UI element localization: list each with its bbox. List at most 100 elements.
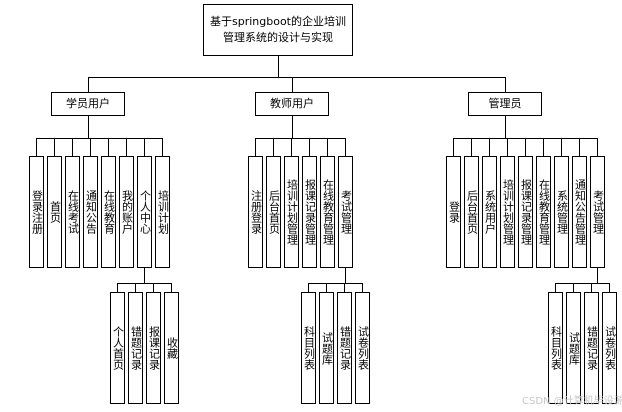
sub-connector-1-0 [308, 283, 309, 293]
item-connector-1-3 [309, 138, 310, 157]
item-box-0-4: 在线教育 [101, 156, 116, 268]
watermark: CSDN @计算机毕设源码 [522, 396, 622, 407]
item-box-2-6-label: 系统管理 [555, 190, 569, 234]
item-box-2-1: 后台首页 [464, 156, 479, 268]
item-box-1-0-label: 注册登录 [249, 190, 263, 234]
item-connector-2-2 [489, 138, 490, 157]
branch-box-1: 教师用户 [255, 92, 329, 116]
sub-item-box-1-1: 试题库 [319, 292, 334, 404]
item-box-2-0-label: 登录 [447, 201, 461, 223]
item-box-0-6-label: 个人中心 [138, 190, 152, 234]
sub-item-box-1-0: 科目列表 [301, 292, 316, 404]
root-connector [278, 56, 279, 78]
item-box-1-2-label: 培训计划管理 [285, 179, 299, 245]
item-connector-2-1 [471, 138, 472, 157]
item-connector-0-0 [36, 138, 37, 157]
root-title-box: 基于springboot的企业培训管理系统的设计与实现 [203, 4, 353, 56]
sub-item-box-0-3: 收藏 [164, 292, 179, 404]
sub-item-box-1-2-label: 错题记录 [338, 326, 352, 370]
item-box-1-5: 考试管理 [338, 156, 353, 268]
branch-box-0: 学员用户 [51, 92, 125, 116]
branch-label-1: 教师用户 [270, 97, 314, 110]
item-connector-2-3 [507, 138, 508, 157]
item-connector-1-2 [291, 138, 292, 157]
sub-stem-1 [345, 268, 346, 284]
item-box-2-3: 培训计划管理 [500, 156, 515, 268]
item-connector-0-4 [108, 138, 109, 157]
item-connector-2-4 [525, 138, 526, 157]
sub-item-box-2-2-label: 错题记录 [585, 326, 599, 370]
sub-item-box-0-2: 报课记录 [146, 292, 161, 404]
item-box-0-5: 我的账户 [119, 156, 134, 268]
item-connector-1-5 [345, 138, 346, 157]
item-connector-0-5 [126, 138, 127, 157]
item-box-2-6: 系统管理 [554, 156, 569, 268]
item-box-2-2: 系统用户 [482, 156, 497, 268]
item-connector-2-0 [453, 138, 454, 157]
sub-connector-1-1 [326, 283, 327, 293]
item-box-0-7: 培训计划 [155, 156, 170, 268]
level3-bus-1 [308, 283, 363, 284]
item-box-0-6: 个人中心 [137, 156, 152, 268]
root-title: 基于springboot的企业培训管理系统的设计与实现 [209, 15, 346, 44]
sub-item-box-1-3-label: 试卷列表 [356, 326, 370, 370]
item-connector-0-1 [54, 138, 55, 157]
item-connector-1-1 [273, 138, 274, 157]
item-box-1-4: 在线教育管理 [320, 156, 335, 268]
sub-item-box-0-1-label: 错题记录 [129, 326, 143, 370]
item-box-2-5: 在线教育管理 [536, 156, 551, 268]
item-box-2-5-label: 在线教育管理 [537, 179, 551, 245]
sub-item-box-2-1-label: 试题库 [567, 331, 581, 365]
item-box-1-4-label: 在线教育管理 [321, 179, 335, 245]
item-connector-2-5 [543, 138, 544, 157]
branch-label-2: 管理员 [488, 97, 522, 110]
sub-item-box-2-0-label: 科目列表 [549, 326, 563, 370]
item-box-1-0: 注册登录 [248, 156, 263, 268]
item-box-2-7-label: 通知公告管理 [573, 179, 587, 245]
item-connector-1-4 [327, 138, 328, 157]
item-box-0-0-label: 登录注册 [30, 190, 44, 234]
sub-connector-2-3 [609, 283, 610, 293]
item-box-2-7: 通知公告管理 [572, 156, 587, 268]
sub-connector-2-0 [555, 283, 556, 293]
item-box-2-3-label: 培训计划管理 [501, 179, 515, 245]
item-box-0-1-label: 首页 [48, 201, 62, 223]
sub-connector-2-1 [573, 283, 574, 293]
sub-connector-0-3 [171, 283, 172, 293]
item-box-1-3: 报课记录管理 [302, 156, 317, 268]
item-connector-0-6 [144, 138, 145, 157]
sub-connector-0-2 [153, 283, 154, 293]
item-box-1-2: 培训计划管理 [284, 156, 299, 268]
branch-connector-1 [292, 77, 293, 93]
level2-bus-0 [36, 138, 163, 139]
item-connector-1-0 [255, 138, 256, 157]
sub-item-box-2-1: 试题库 [566, 292, 581, 404]
sub-stem-0 [144, 268, 145, 284]
sub-item-box-1-0-label: 科目列表 [302, 326, 316, 370]
item-connector-2-6 [561, 138, 562, 157]
item-connector-0-3 [90, 138, 91, 157]
item-box-0-3-label: 通知公告 [84, 190, 98, 234]
item-box-0-7-label: 培训计划 [156, 190, 170, 234]
item-box-2-1-label: 后台首页 [465, 190, 479, 234]
sub-item-box-2-0: 科目列表 [548, 292, 563, 404]
item-box-2-8: 考试管理 [590, 156, 605, 268]
sub-item-box-1-3: 试卷列表 [355, 292, 370, 404]
item-box-0-0: 登录注册 [29, 156, 44, 268]
sub-connector-2-2 [591, 283, 592, 293]
item-box-1-1: 后台首页 [266, 156, 281, 268]
level3-bus-2 [555, 283, 610, 284]
sub-connector-0-0 [117, 283, 118, 293]
item-box-2-0: 登录 [446, 156, 461, 268]
item-box-0-2-label: 在线考试 [66, 190, 80, 234]
item-box-1-3-label: 报课记录管理 [303, 179, 317, 245]
item-connector-0-7 [162, 138, 163, 157]
item-connector-2-8 [597, 138, 598, 157]
item-box-2-8-label: 考试管理 [591, 190, 605, 234]
branch-label-0: 学员用户 [66, 97, 110, 110]
sub-item-box-2-2: 错题记录 [584, 292, 599, 404]
item-box-0-1: 首页 [47, 156, 62, 268]
item-box-1-1-label: 后台首页 [267, 190, 281, 234]
sub-item-box-0-1: 错题记录 [128, 292, 143, 404]
sub-connector-1-3 [362, 283, 363, 293]
